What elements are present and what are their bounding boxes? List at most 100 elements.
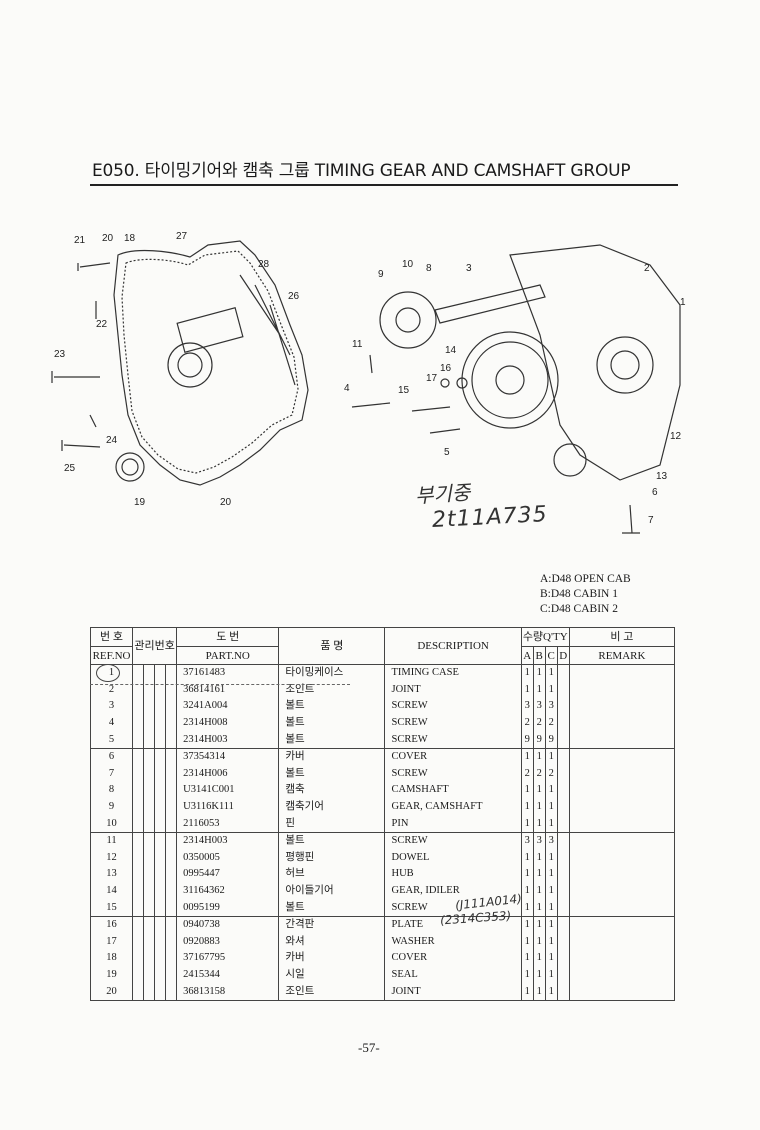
ref-cell: 10: [89, 815, 134, 833]
part-no-cell: 37354314: [176, 748, 280, 766]
mgmt-cell: [132, 832, 145, 850]
qty-c-cell: 1: [544, 933, 558, 951]
qty-c-cell: 1: [544, 983, 558, 1001]
ref-cell: 7: [89, 765, 134, 783]
ref-cell: 19: [89, 966, 134, 984]
callout-25: 25: [64, 463, 76, 474]
ref-cell: 9: [89, 798, 134, 816]
qty-c-cell: 1: [544, 681, 558, 699]
header-ref-ko: 번 호: [89, 627, 134, 647]
callout-3: 3: [466, 263, 472, 274]
mgmt-cell: [154, 664, 167, 682]
header-qty-d: D: [556, 646, 570, 665]
ref-cell: 11: [89, 832, 134, 850]
name-ko-cell: 볼트: [278, 714, 386, 732]
mgmt-cell: [132, 866, 145, 883]
callout-24: 24: [106, 435, 118, 446]
qty-b-cell: 1: [532, 664, 546, 682]
mgmt-cell: [143, 731, 156, 749]
mgmt-cell: [143, 664, 156, 682]
header-name-ko: 품 명: [278, 627, 386, 665]
callout-21: 21: [74, 235, 86, 246]
mgmt-cell: [165, 748, 178, 766]
qty-c-cell: 1: [544, 748, 558, 766]
mgmt-cell: [143, 983, 156, 1001]
name-ko-cell: 아이들기어: [278, 882, 386, 900]
description-cell: SCREW: [384, 832, 522, 850]
mgmt-cell: [143, 849, 156, 867]
mgmt-cell: [165, 983, 178, 1001]
qty-b-cell: 3: [532, 832, 546, 850]
callout-22: 22: [96, 319, 108, 330]
mgmt-cell: [132, 765, 145, 783]
mgmt-cell: [143, 815, 156, 833]
qty-b-cell: 1: [532, 950, 546, 967]
parts-table: 번 호 관리번호 도 번 품 명 DESCRIPTION 수량Q'TY 비 고 …: [89, 627, 676, 1001]
qty-b-cell: 1: [532, 933, 546, 951]
mgmt-cell: [165, 714, 178, 732]
name-ko-cell: 핀: [278, 815, 386, 833]
name-ko-cell: 허브: [278, 866, 386, 883]
qty-c-cell: 2: [544, 714, 558, 732]
bolt-5: [429, 428, 461, 434]
qty-a-cell: 1: [520, 681, 534, 699]
qty-a-cell: 1: [520, 798, 534, 816]
hand-dash-mark: [90, 684, 350, 685]
bolt-7: [622, 504, 640, 534]
timing-cover-gasket: [121, 250, 299, 474]
mgmt-cell: [154, 899, 167, 917]
case-ribs: [239, 274, 296, 386]
callout-19: 19: [134, 497, 146, 508]
mgmt-cell: [132, 664, 145, 682]
part-no-cell: 2415344: [176, 966, 280, 984]
bolt-25: [61, 440, 101, 451]
description-cell: DOWEL: [384, 849, 522, 867]
mgmt-cell: [165, 849, 178, 867]
remark-cell: [568, 983, 676, 1001]
remark-cell: [568, 765, 676, 783]
bolt-15: [411, 406, 451, 412]
qty-b-cell: 1: [532, 815, 546, 833]
ref-cell: 12: [89, 849, 134, 867]
qty-d-cell: [556, 664, 570, 682]
mgmt-cell: [132, 882, 145, 900]
qty-a-cell: 1: [520, 849, 534, 867]
qty-b-cell: 1: [532, 966, 546, 984]
name-ko-cell: 카버: [278, 748, 386, 766]
mgmt-cell: [165, 664, 178, 682]
housing-block: [176, 307, 244, 353]
mgmt-cell: [154, 866, 167, 883]
mgmt-cell: [132, 966, 145, 984]
part-no-cell: 36814161: [176, 681, 280, 699]
part-no-cell: 2314H008: [176, 714, 280, 732]
timing-cover-boss: [167, 342, 213, 388]
mgmt-cell: [132, 731, 145, 749]
ref-cell: 18: [89, 950, 134, 967]
mgmt-cell: [165, 782, 178, 799]
qty-a-cell: 1: [520, 966, 534, 984]
mgmt-cell: [132, 983, 145, 1001]
camshaft-shaft: [434, 284, 546, 324]
callout-20b: 20: [220, 497, 232, 508]
header-qty-c: C: [544, 646, 558, 665]
callout-17: 17: [426, 373, 438, 384]
mgmt-cell: [132, 714, 145, 732]
remark-cell: [568, 832, 676, 850]
qty-c-cell: 1: [544, 849, 558, 867]
header-part-ko: 도 번: [176, 627, 280, 647]
description-cell: PIN: [384, 815, 522, 833]
qty-d-cell: [556, 681, 570, 699]
mgmt-cell: [154, 916, 167, 934]
qty-b-cell: 2: [532, 765, 546, 783]
ref-cell: 20: [89, 983, 134, 1001]
header-part-en: PART.NO: [176, 646, 280, 665]
qty-a-cell: 2: [520, 765, 534, 783]
header-remark-en: REMARK: [568, 646, 676, 665]
qty-a-cell: 1: [520, 664, 534, 682]
qty-d-cell: [556, 832, 570, 850]
name-ko-cell: 평행핀: [278, 849, 386, 867]
